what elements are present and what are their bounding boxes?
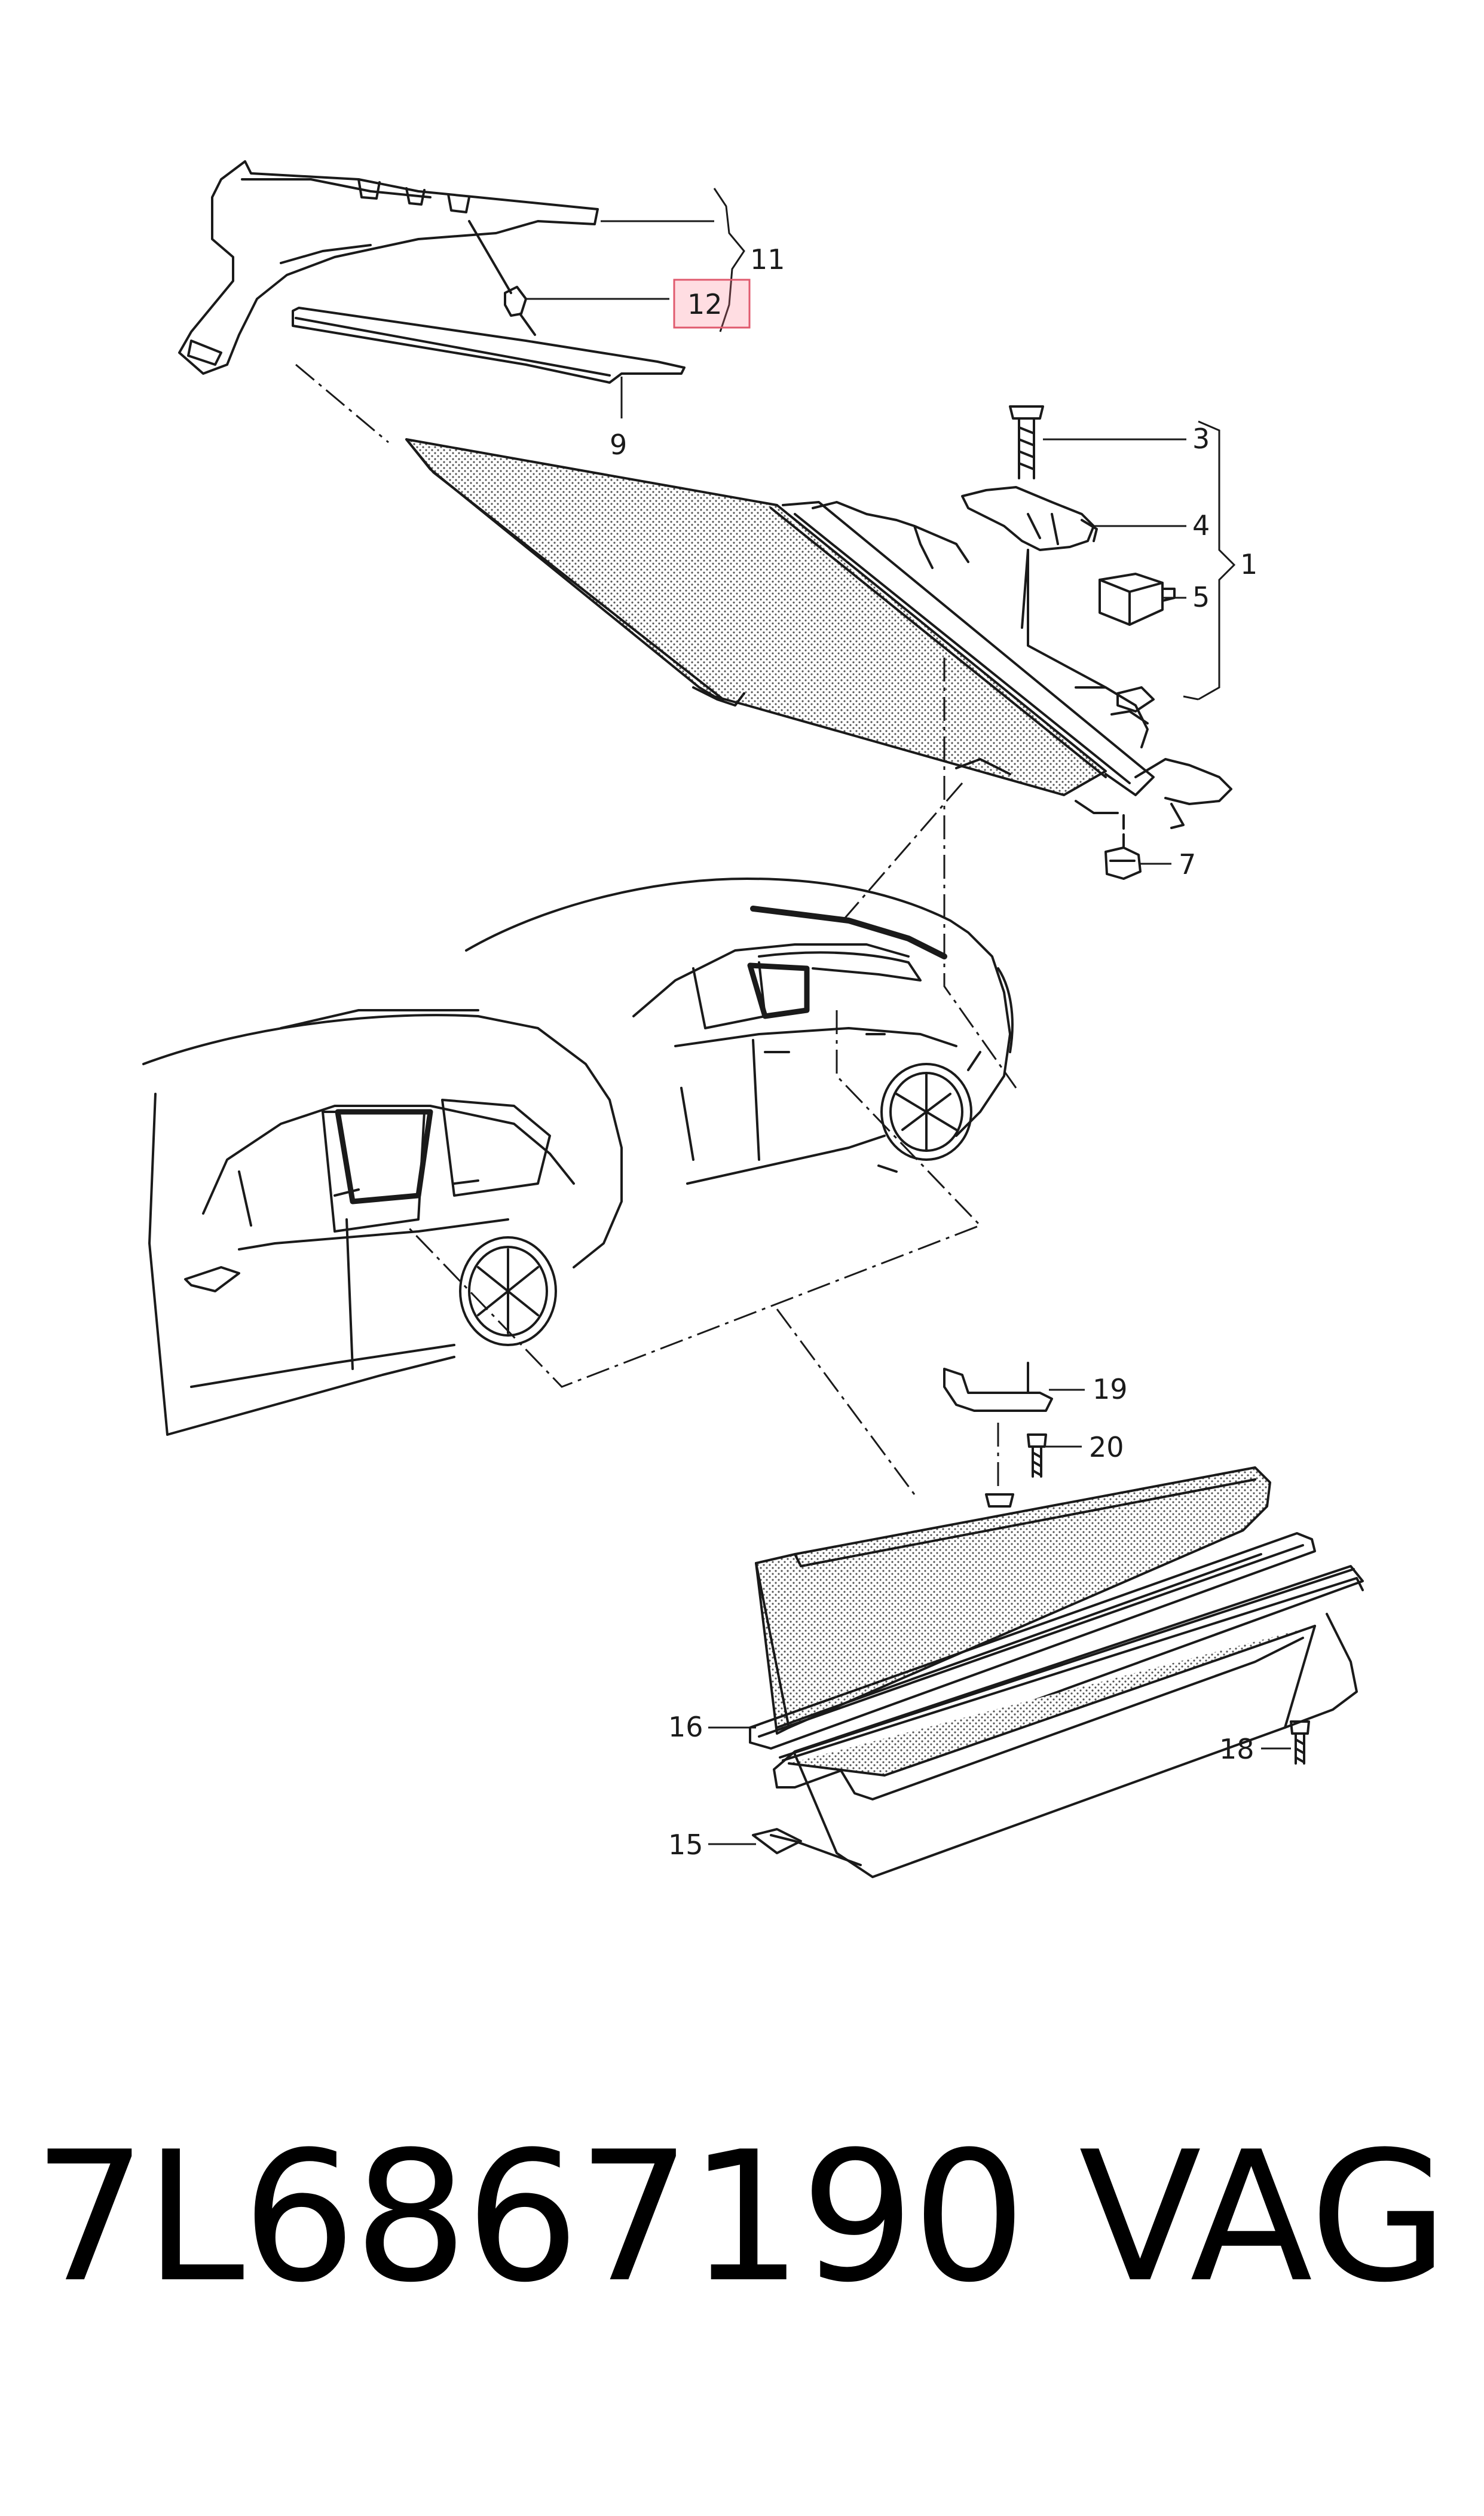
callout-7: 7 — [1179, 848, 1196, 881]
callout-19: 19 — [1093, 1373, 1128, 1405]
callout-labels: 11 12 9 3 4 5 1 7 19 20 16 15 18 — [610, 243, 1257, 1861]
clip-part-12 — [468, 220, 536, 336]
trim-strip-part-9 — [292, 307, 686, 384]
assembly-lines — [295, 363, 1017, 1495]
nut-part-7 — [1104, 812, 1142, 880]
highlight-box-12 — [673, 279, 751, 329]
roller-blind-part-1 — [405, 438, 1232, 829]
callout-9: 9 — [610, 429, 627, 461]
callout-11: 11 — [750, 243, 785, 276]
callout-4: 4 — [1192, 509, 1210, 542]
control-unit-part-5 — [1099, 573, 1176, 626]
callout-3: 3 — [1192, 423, 1210, 455]
leader-lines — [526, 188, 1291, 1845]
bracket-part-19 — [943, 1362, 1053, 1412]
callout-1: 1 — [1240, 548, 1257, 580]
callout-18: 18 — [1219, 1733, 1254, 1765]
callout-20: 20 — [1089, 1431, 1124, 1463]
luggage-cover-part-15 — [752, 1565, 1364, 1878]
trim-panel-part-11 — [178, 160, 599, 375]
callout-5: 5 — [1192, 581, 1210, 613]
screw-part-18 — [1290, 1720, 1310, 1765]
motor-part-4 — [961, 486, 1098, 629]
part-number-text: 7L6867190 — [33, 2113, 1026, 2322]
screw-part-20 — [1027, 1433, 1047, 1478]
callout-12: 12 — [687, 288, 723, 320]
brand-text: VAG — [1079, 2113, 1449, 2322]
callout-16: 16 — [668, 1711, 703, 1743]
wagon-illustration — [142, 1009, 623, 1436]
luggage-cover-part-16 — [749, 1466, 1364, 1800]
callout-15: 15 — [668, 1829, 703, 1861]
screw-part-3 — [1009, 405, 1044, 479]
